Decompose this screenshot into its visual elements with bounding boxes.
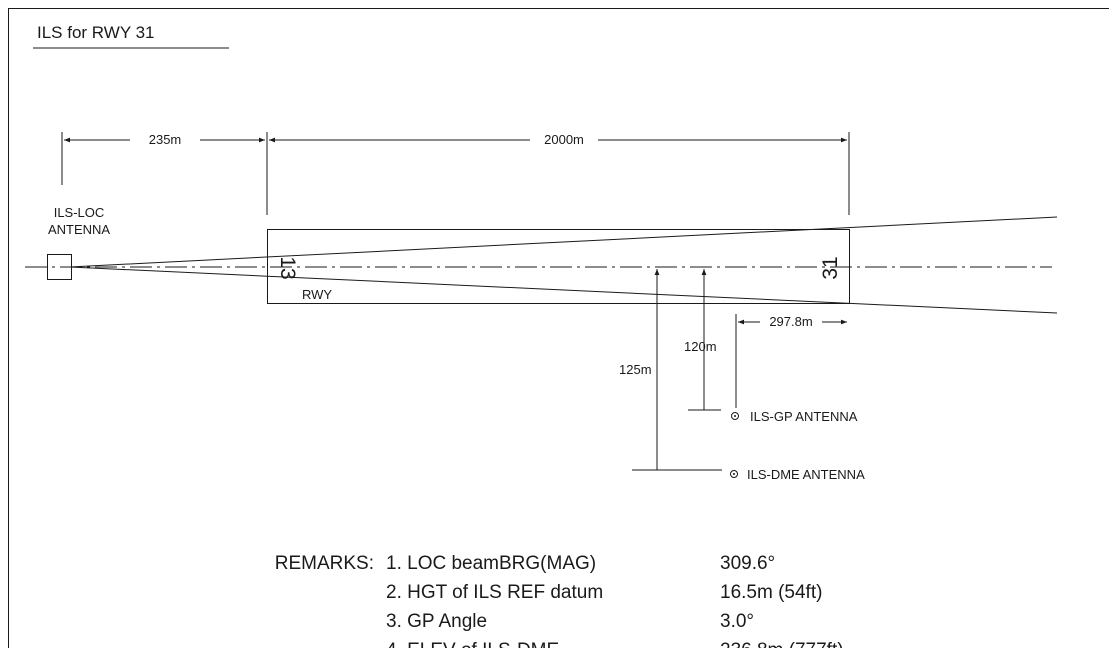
dim-label-120: 120m	[684, 339, 717, 354]
remark-1-value: 309.6°	[720, 553, 775, 574]
remark-3-label: 3. GP Angle	[386, 611, 487, 632]
gp-antenna-dot	[734, 415, 736, 417]
remark-2-label: 2. HGT of ILS REF datum	[386, 582, 603, 603]
loc-beam-lower	[69, 266, 1058, 314]
remark-3-value: 3.0°	[720, 611, 754, 632]
runway	[267, 229, 850, 304]
loc-antenna-label-2: ANTENNA	[48, 222, 110, 237]
loc-beam-upper	[69, 216, 1058, 268]
remark-4-value: 236.8m (777ft)	[720, 640, 844, 648]
drawing-frame	[8, 8, 1109, 648]
dim-label-235: 235m	[149, 132, 182, 147]
diagram-title: ILS for RWY 31	[37, 23, 154, 42]
loc-antenna-label-1: ILS-LOC	[54, 205, 105, 220]
remarks-heading: REMARKS:	[275, 553, 374, 574]
gp-antenna-label: ILS-GP ANTENNA	[750, 409, 858, 424]
runway-label: RWY	[302, 287, 332, 302]
dim-label-2000: 2000m	[544, 132, 584, 147]
gp-antenna-symbol	[731, 412, 739, 420]
threshold-31-number: 31	[819, 256, 842, 279]
dim-label-125: 125m	[619, 362, 652, 377]
remark-2-value: 16.5m (54ft)	[720, 582, 822, 603]
dim-label-297: 297.8m	[769, 314, 812, 329]
dme-antenna-label: ILS-DME ANTENNA	[747, 467, 865, 482]
dme-antenna-symbol	[730, 470, 738, 478]
remark-1-label: 1. LOC beamBRG(MAG)	[386, 553, 596, 574]
remark-4-label: 4. ELEV of ILS-DME	[386, 640, 559, 648]
threshold-13-number: 13	[276, 256, 299, 279]
dme-antenna-dot	[733, 473, 735, 475]
